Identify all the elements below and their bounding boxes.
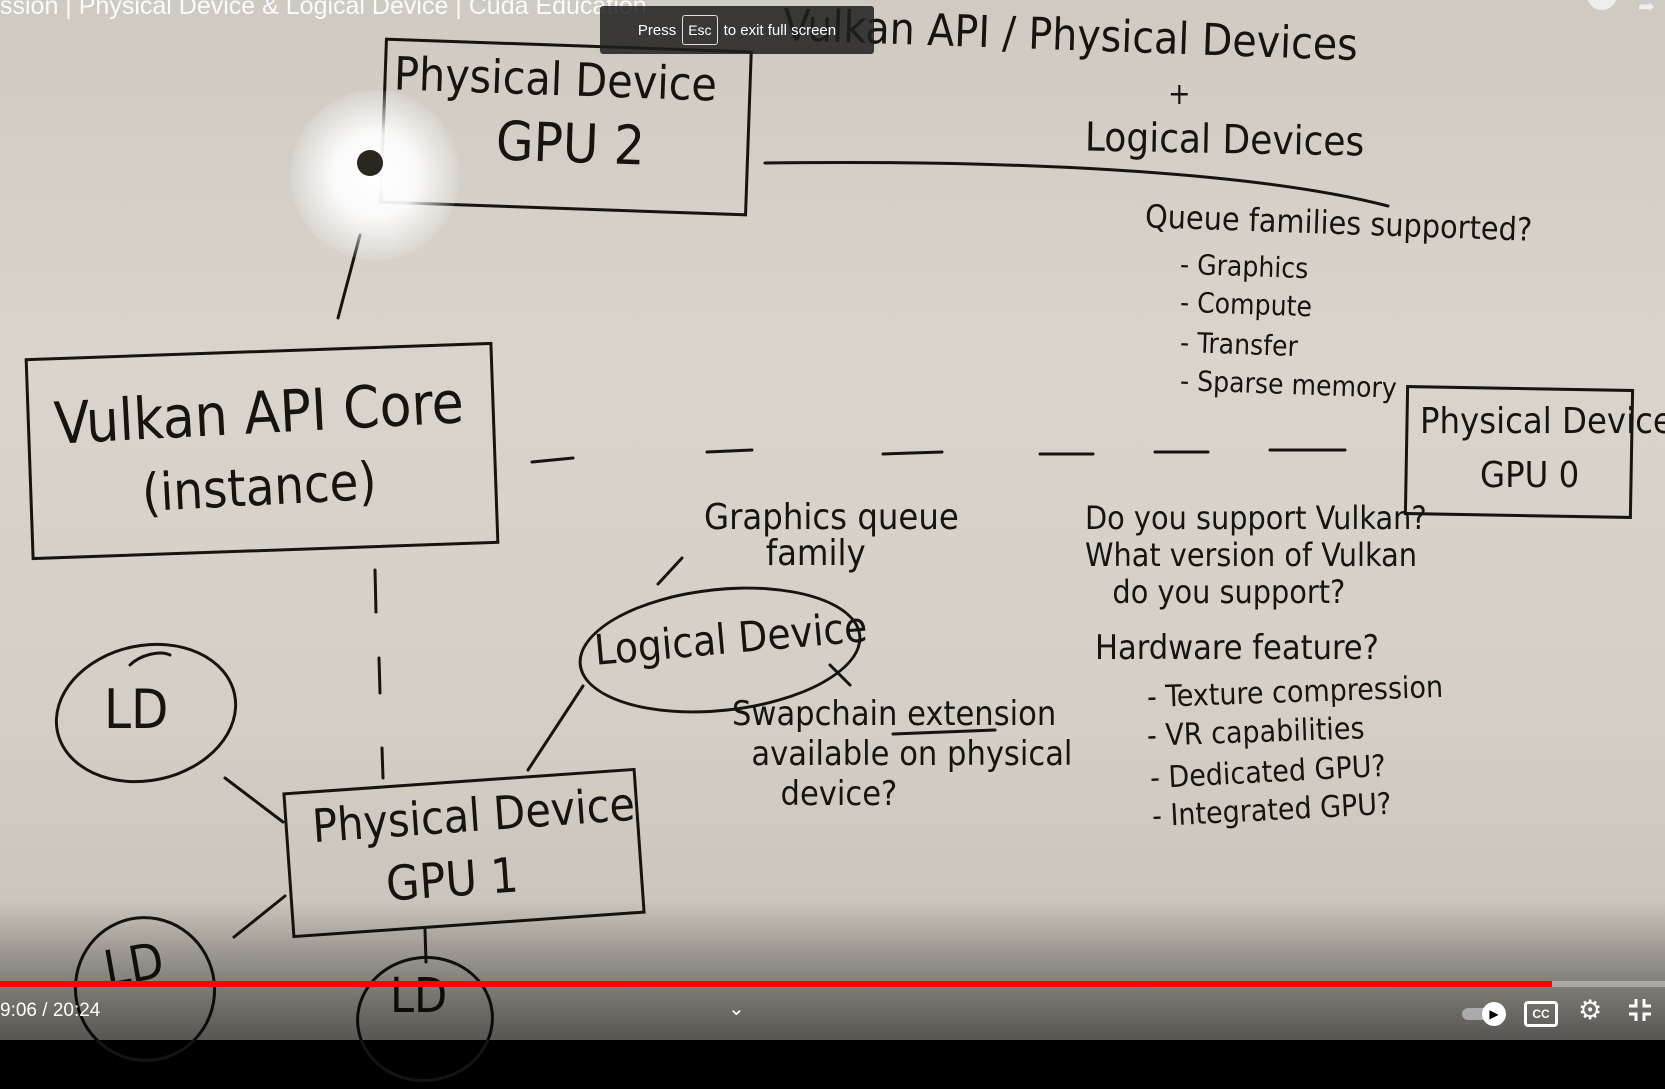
hardware-feature-title: Hardware feature? — [1095, 628, 1379, 668]
dash-1 — [530, 456, 575, 464]
exit-fullscreen-toast: Press Esc to exit full screen — [600, 6, 874, 54]
line-under-heading — [763, 161, 1390, 208]
ld-label-1: LD — [104, 678, 169, 741]
line-ld-to-gpu1 — [526, 684, 585, 772]
captions-button[interactable]: CC — [1524, 1001, 1558, 1027]
share-icon[interactable]: ➦ — [1638, 0, 1655, 18]
queue-item-graphics: - Graphics — [1179, 247, 1309, 286]
dash-v-2 — [377, 656, 382, 695]
line-to-graphics-queue — [656, 556, 684, 586]
dash-v-1 — [373, 568, 378, 614]
graphics-queue-family-label: Graphics queue family — [704, 497, 959, 574]
gpu0-label-line1: Physical Device — [1420, 401, 1665, 442]
dash-v-3 — [380, 746, 385, 780]
glare-dot — [357, 150, 383, 176]
settings-gear-icon[interactable]: ⚙ — [1578, 995, 1603, 1025]
ld1-tail — [128, 651, 172, 667]
controls-gradient — [0, 900, 1665, 1040]
autoplay-play-icon: ▶ — [1482, 1002, 1506, 1026]
line-ld-to-swapchain — [828, 663, 852, 687]
progress-bar-played — [0, 981, 1552, 987]
gpu2-label-line1: Physical Device — [393, 46, 718, 112]
queue-item-compute: - Compute — [1179, 285, 1313, 324]
board-heading-plus: + — [1168, 77, 1191, 112]
queue-item-transfer: - Transfer — [1179, 325, 1299, 364]
hardware-item-vr: - VR capabilities — [1146, 711, 1366, 754]
whiteboard-drawing-lines — [128, 161, 1390, 964]
board-heading-sub: Logical Devices — [1084, 114, 1365, 166]
time-display: 9:06 / 20:24 — [0, 1000, 101, 1021]
swapchain-question: Swapchain extension available on physica… — [732, 694, 1073, 815]
vulkan-core-line2: (instance) — [140, 451, 379, 525]
exit-fullscreen-icon[interactable] — [1627, 997, 1653, 1030]
line-ld1-to-gpu1 — [223, 776, 285, 824]
underline-extension — [891, 728, 997, 736]
chevron-down-icon[interactable]: ⌄ — [728, 996, 745, 1020]
exit-fullscreen-glyph — [1629, 999, 1651, 1021]
toast-rest-text: to exit full screen — [723, 21, 837, 39]
vulkan-support-questions: Do you support Vulkan? What version of V… — [1085, 499, 1427, 611]
toast-esc-key: Esc — [682, 15, 718, 45]
autoplay-toggle[interactable]: ▶ — [1462, 1002, 1508, 1026]
video-title: ssion | Physical Device & Logical Device… — [0, 0, 647, 20]
watch-later-icon[interactable] — [1587, 0, 1617, 10]
progress-bar[interactable] — [0, 981, 1665, 987]
gpu0-label-line2: GPU 0 — [1480, 455, 1580, 496]
toast-press-text: Press — [637, 21, 677, 39]
dash-3 — [881, 450, 944, 456]
dash-2 — [705, 448, 754, 454]
gpu2-label-line2: GPU 2 — [494, 109, 646, 178]
